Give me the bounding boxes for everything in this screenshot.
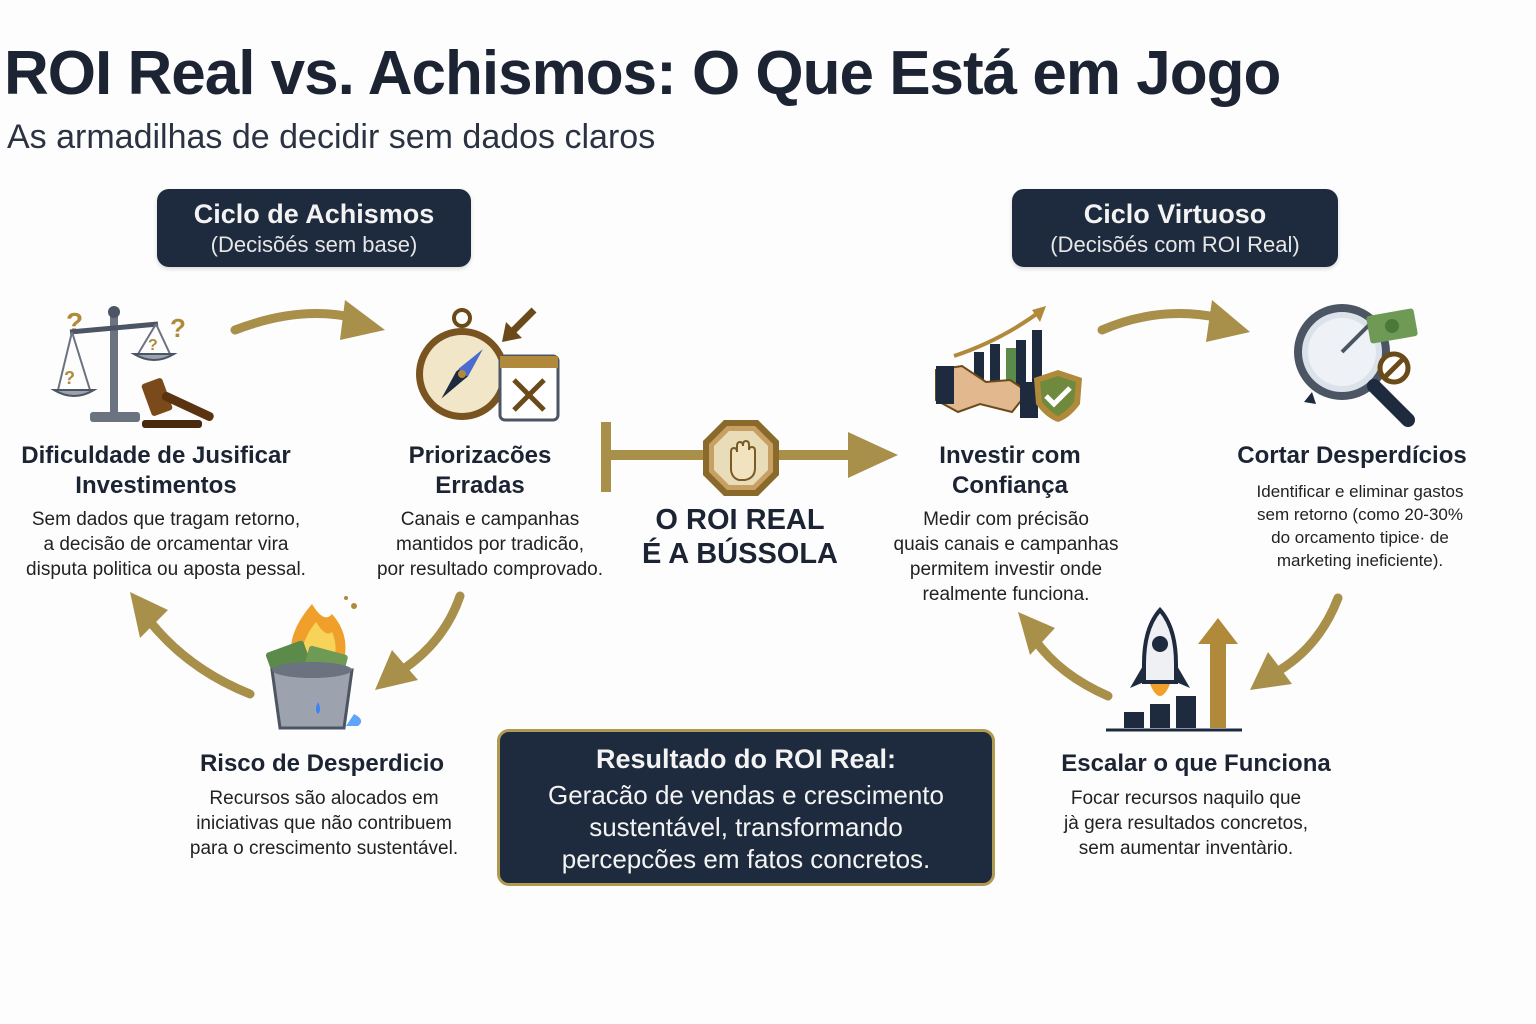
left-top-cycle-arrow — [230, 300, 385, 340]
svg-text:?: ? — [170, 313, 186, 343]
right-item-1-title-line: Investir com — [939, 442, 1081, 469]
page-subtitle: As armadilhas de decidir sem dados claro… — [7, 118, 656, 156]
left-item-2-title-line: Erradas — [435, 472, 525, 499]
desc-line: sem retorno (como 20-30% — [1257, 505, 1463, 524]
left-cycle-title: Ciclo de Achismos — [193, 199, 435, 229]
left-down-cycle-arrow — [375, 591, 465, 690]
right-cycle-subtitle: (Decisõés com ROI Real) — [1050, 232, 1300, 257]
right-item-3-desc: Focar recursos naquilo que jà gera resul… — [1026, 786, 1346, 861]
desc-line: do orcamento tipice· de — [1271, 528, 1449, 547]
result-line: sustentável, transformando — [589, 812, 903, 842]
left-item-2-desc: Canais e campanhas mantidos por tradicão… — [350, 507, 630, 582]
right-down-cycle-arrow — [1250, 593, 1343, 690]
left-up-cycle-arrow — [130, 592, 255, 699]
left-cycle-subtitle: (Decisõés sem base) — [210, 232, 418, 257]
result-box: Resultado do ROI Real: Geracão de vendas… — [497, 729, 995, 886]
left-item-1-title-line: Dificuldade de Jusificar — [21, 442, 291, 469]
result-title: Resultado do ROI Real: — [595, 744, 897, 774]
right-up-cycle-arrow — [1018, 612, 1113, 701]
burning-money-bucket-icon — [265, 596, 362, 730]
right-item-1-title: Investir com Confiança — [900, 441, 1120, 501]
handshake-growth-shield-icon — [935, 306, 1082, 422]
right-item-1-title-line: Confiança — [951, 472, 1068, 499]
left-item-2-title-line: Priorizacões — [408, 442, 552, 469]
desc-line: permitem investir onde — [909, 559, 1103, 580]
desc-line: realmente funciona. — [922, 584, 1090, 605]
desc-line: mantidos por tradicão, — [396, 534, 584, 555]
desc-line: para o crescimento sustentável. — [189, 838, 459, 859]
center-statement: O ROI REAL É A BÚSSOLA — [620, 503, 860, 571]
desc-line: Sem dados que tragam retorno, — [31, 509, 301, 530]
left-item-1-title-line: Investimentos — [75, 472, 237, 499]
stop-hand-icon — [703, 420, 779, 496]
result-line: percepcões em fatos concretos. — [561, 844, 931, 874]
right-top-cycle-arrow — [1097, 300, 1250, 342]
result-body: Geracão de vendas e crescimento sustentá… — [500, 779, 992, 875]
desc-line: Focar recursos naquilo que — [1070, 788, 1302, 809]
desc-line: sem aumentar inventàrio. — [1078, 838, 1294, 859]
desc-line: jà gera resultados concretos, — [1064, 813, 1308, 834]
compass-calendar-icon — [416, 307, 560, 422]
right-item-2-title: Cortar Desperdícios — [1216, 441, 1488, 471]
result-line: Geracão de vendas e crescimento — [548, 780, 944, 810]
center-line-2: É A BÚSSOLA — [641, 538, 839, 570]
left-cycle-header: Ciclo de Achismos (Decisõés sem base) — [157, 189, 471, 267]
right-item-3-title-line: Escalar o que Funciona — [1061, 750, 1331, 777]
rocket-growth-icon — [1106, 606, 1242, 732]
desc-line: Canais e campanhas — [400, 509, 580, 530]
center-line-1: O ROI REAL — [655, 504, 825, 536]
left-item-1-title: Dificuldade de Jusificar Investimentos — [0, 441, 312, 501]
desc-line: a decisão de orcamentar vira — [43, 534, 289, 555]
right-item-2-title-line: Cortar Desperdícios — [1237, 442, 1467, 469]
balance-scale-gavel-icon: ? ? ? ? — [50, 306, 214, 428]
right-cycle-header: Ciclo Virtuoso (Decisõés com ROI Real) — [1012, 189, 1338, 267]
magnifier-money-icon — [1294, 304, 1418, 427]
left-item-2-title: Priorizacões Erradas — [370, 441, 590, 501]
desc-line: iniciativas que não contribuem — [196, 813, 452, 834]
desc-line: Identificar e eliminar gastos — [1256, 482, 1464, 501]
svg-text:?: ? — [64, 368, 75, 388]
right-item-3-title: Escalar o que Funciona — [1036, 749, 1356, 779]
left-item-3-desc: Recursos são alocados em iniciativas que… — [164, 786, 484, 861]
left-item-3-title-line: Risco de Desperdicio — [199, 750, 445, 777]
right-item-1-desc: Medir com précisão quais canais e campan… — [870, 507, 1142, 607]
left-item-1-desc: Sem dados que tragam retorno, a decisão … — [0, 507, 332, 582]
desc-line: marketing ineficiente). — [1276, 551, 1444, 570]
desc-line: disputa politica ou aposta pessal. — [26, 559, 306, 580]
desc-line: quais canais e campanhas — [893, 534, 1119, 555]
svg-text:?: ? — [148, 337, 158, 354]
desc-line: Recursos são alocados em — [209, 788, 439, 809]
left-item-3-title: Risco de Desperdicio — [160, 749, 484, 779]
right-cycle-title: Ciclo Virtuoso — [1083, 199, 1267, 229]
right-item-2-desc: Identificar e eliminar gastos sem retorn… — [1222, 480, 1498, 572]
page-title: ROI Real vs. Achismos: O Que Está em Jog… — [4, 39, 1281, 108]
desc-line: por resultado comprovado. — [376, 559, 603, 580]
desc-line: Medir com précisão — [923, 509, 1089, 530]
